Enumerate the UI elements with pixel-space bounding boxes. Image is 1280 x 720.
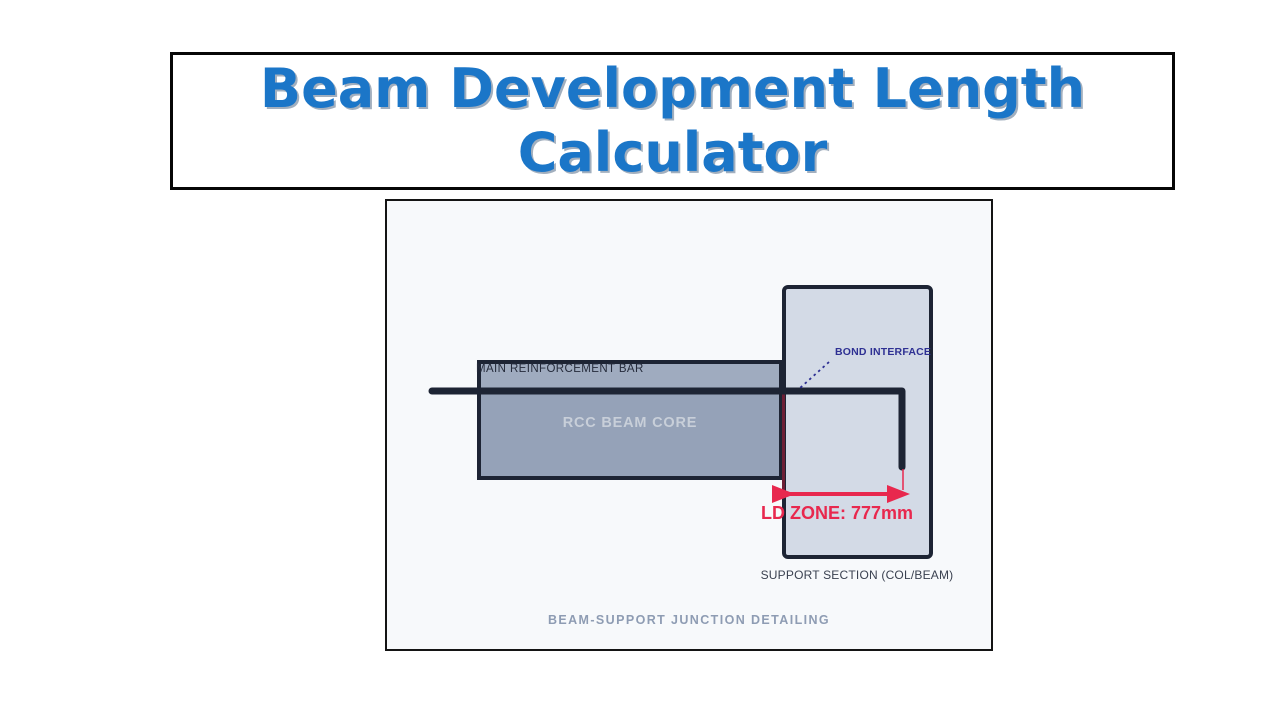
rcc-beam-core-shape	[477, 360, 783, 480]
title-box: Beam Development Length Calculator	[170, 52, 1175, 190]
bond-interface-leader-line	[799, 361, 830, 389]
ld-arrowhead-right-icon	[887, 485, 910, 503]
main-reinforcement-bar-label: MAIN REINFORCEMENT BAR	[476, 363, 644, 375]
beam-label-band	[481, 364, 779, 390]
diagram-caption: BEAM-SUPPORT JUNCTION DETAILING	[547, 613, 831, 627]
rcc-beam-core-label: RCC BEAM CORE	[562, 415, 698, 431]
slide-title-line1: Beam Development Length	[259, 57, 1086, 120]
ld-zone-value-label: LD ZONE: 777mm	[761, 503, 914, 523]
slide-title-line2: Calculator	[517, 121, 828, 184]
diagram-overlay	[428, 361, 910, 503]
main-reinforcement-bar-shape	[428, 387, 906, 471]
support-section-label: SUPPORT SECTION (COL/BEAM)	[760, 568, 954, 582]
beam-junction-diagram-panel: MAIN REINFORCEMENT BAR RCC BEAM CORE BON…	[385, 199, 993, 651]
ld-arrowhead-left-icon	[772, 485, 795, 503]
bond-interface-label: BOND INTERFACE	[835, 346, 932, 358]
